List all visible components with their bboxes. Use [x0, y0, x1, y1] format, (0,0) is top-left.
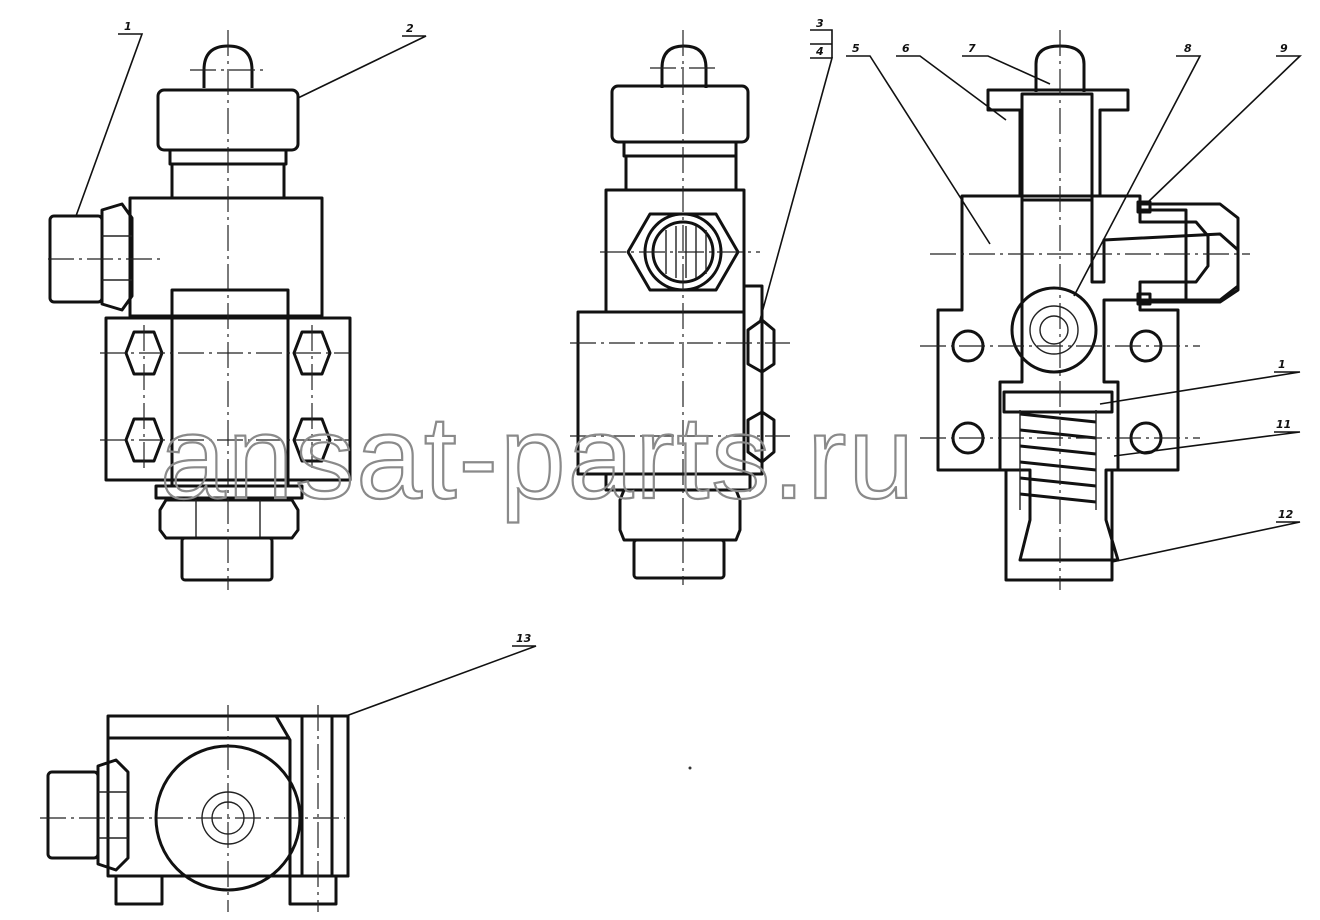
upper-body [128, 196, 324, 318]
callout-3: 3 [816, 17, 824, 30]
bottom-collar [154, 484, 304, 500]
check-ball [1010, 286, 1098, 374]
callout-8: 8 [1184, 42, 1192, 55]
callout-4: 4 [815, 45, 824, 58]
side-hex-nut [100, 202, 134, 312]
plunger [1020, 92, 1094, 202]
bottom-outlet-side [632, 538, 726, 580]
callout-7: 7 [968, 42, 976, 55]
front-view [48, 30, 352, 590]
callouts: 1 2 3 4 5 6 7 8 9 1 11 12 13 [75, 17, 1302, 717]
small-nut-lower [746, 410, 776, 464]
side-view [570, 30, 790, 585]
top-nut-right [288, 874, 338, 906]
section-cap-nut [986, 88, 1130, 198]
top-bore [300, 714, 334, 878]
seal-ring [1136, 200, 1152, 214]
knurled-knob-side [610, 84, 750, 144]
cap-dome-side [660, 44, 708, 88]
spring [1019, 410, 1097, 510]
callout-10: 1 [1278, 358, 1286, 371]
bottom-hex-nut-side [618, 488, 742, 542]
callout-9: 9 [1280, 42, 1288, 55]
spring-cup [1002, 390, 1114, 414]
top-view [40, 705, 350, 912]
section-view [920, 30, 1250, 590]
bottom-outlet [180, 536, 274, 582]
watermark: ansat-parts.ru [160, 392, 916, 524]
callout-1: 1 [124, 20, 132, 33]
top-side-hex [96, 758, 130, 872]
small-nut-upper [746, 318, 776, 374]
callout-13: 13 [516, 632, 532, 645]
callout-11: 11 [1276, 418, 1291, 431]
upper-body-side [604, 188, 746, 314]
callout-6: 6 [902, 42, 910, 55]
callout-2: 2 [406, 22, 414, 35]
callout-5: 5 [852, 42, 860, 55]
top-section-strip [274, 714, 350, 878]
bottom-hex-nut [158, 498, 300, 540]
right-lug-side [742, 284, 764, 476]
callout-12: 12 [1278, 508, 1294, 521]
stem-body-side [624, 154, 738, 192]
top-nut-left [114, 874, 164, 906]
top-side-cap [46, 770, 100, 860]
section-side-fitting [1138, 202, 1240, 304]
section-body [936, 194, 1188, 582]
